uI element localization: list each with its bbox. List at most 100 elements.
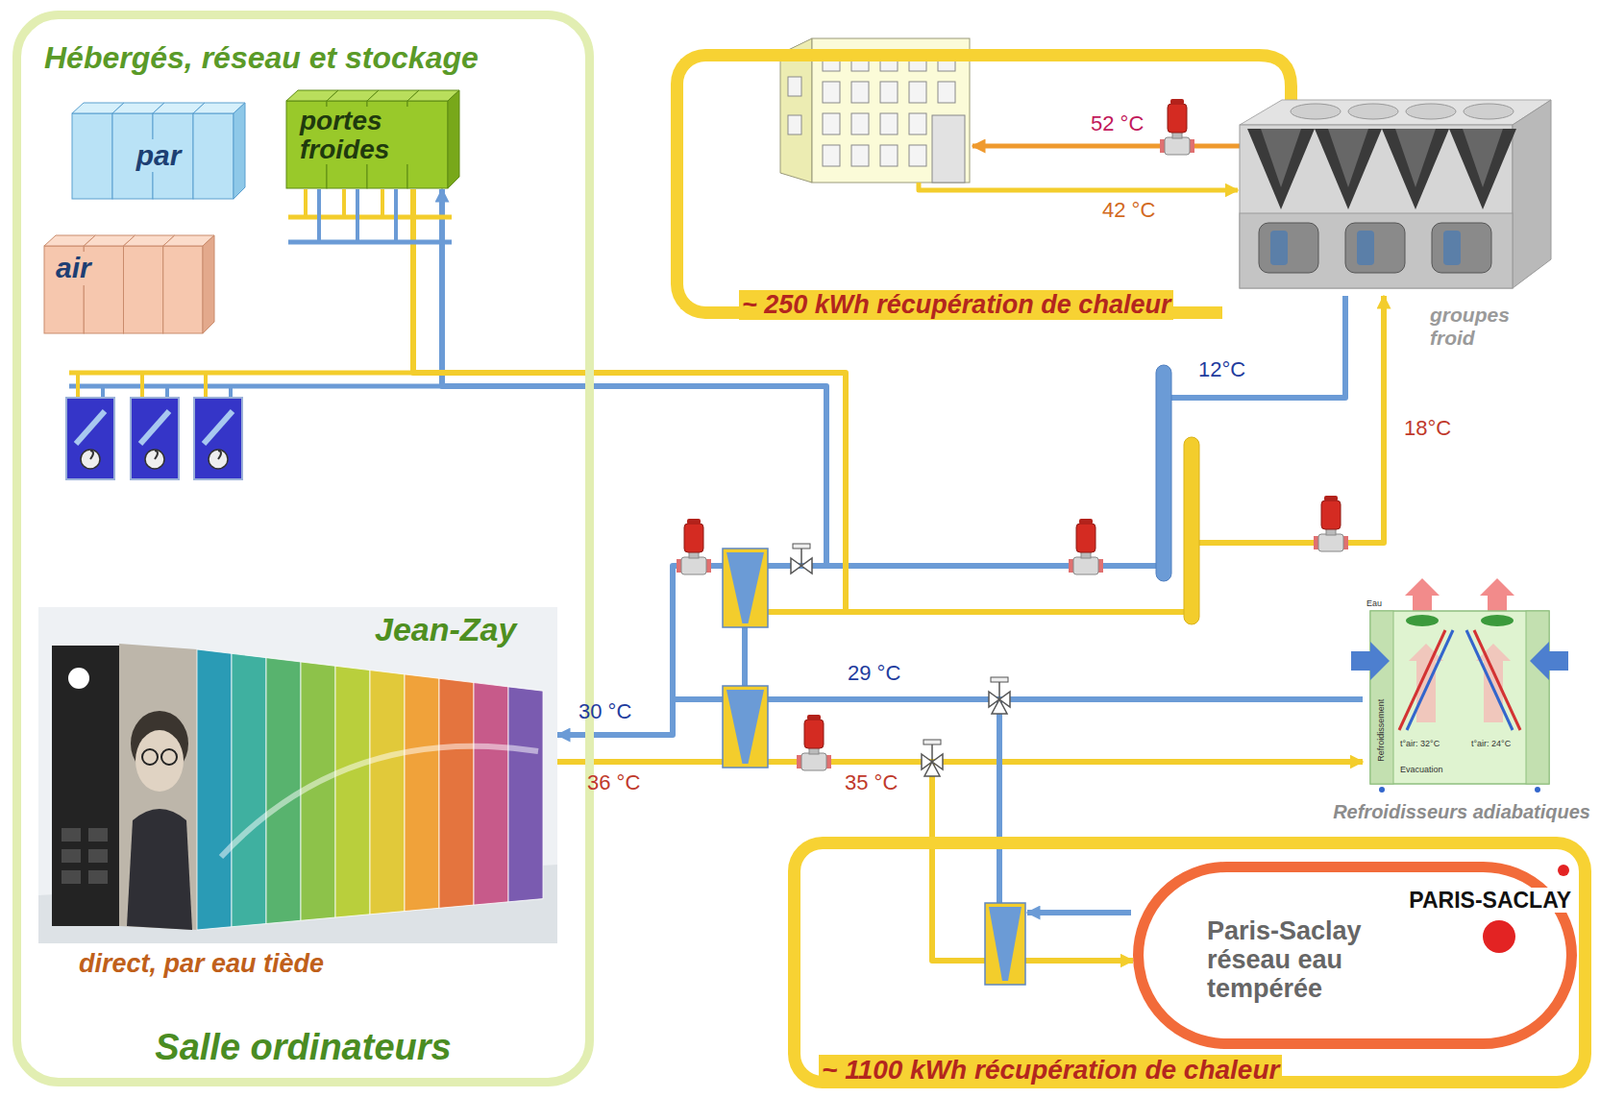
building-window (851, 113, 869, 135)
rack-group: portes froides (285, 89, 461, 190)
node-label: Salle ordinateurs (154, 1027, 451, 1070)
node-label: ~ 1100 kWh récupération de chaleur (818, 1055, 1282, 1086)
rack-side (233, 102, 246, 199)
pipe-line (100, 386, 105, 398)
pipe-line (69, 370, 414, 376)
cooler-coil (1399, 630, 1446, 731)
chiller-compressor (1258, 222, 1319, 273)
air-arrow (1476, 643, 1511, 723)
annotation-label: 30 °C (578, 699, 632, 724)
room-panel: Hébergés, réseau et stockageSalle ordina… (12, 10, 594, 1087)
pipe-line (140, 372, 145, 398)
chiller-fan (1463, 103, 1514, 120)
chiller-coil-inner (1462, 128, 1503, 188)
temperature-label: 35 °C (841, 770, 901, 795)
pipe-line (380, 189, 385, 218)
cooler-coil (1466, 630, 1513, 731)
chiller-coil (1314, 128, 1382, 210)
chiller-coil (1449, 128, 1517, 210)
rack-front (123, 246, 164, 334)
cooling-pad (1526, 611, 1550, 785)
pipe-line (288, 240, 452, 246)
pump-symbol (1068, 518, 1104, 575)
photo-drawing (38, 607, 558, 985)
pump-body (1164, 137, 1190, 155)
chiller-coil-inner (1260, 128, 1302, 188)
building-side-window (787, 115, 802, 135)
pipe-line (165, 386, 170, 398)
pump-motor (684, 523, 704, 553)
temperature-label: 12°C (1195, 357, 1249, 382)
chiller-fan (1290, 103, 1341, 120)
heat-exchanger (722, 548, 768, 628)
storage-tank (1183, 437, 1200, 625)
rack-front (72, 113, 113, 199)
rack-side (447, 90, 460, 189)
drain-drop (1378, 787, 1385, 793)
cabinet-vent (61, 870, 81, 885)
district-network-ring: Paris-Saclay réseau eau tempéréePARIS-SA… (1132, 861, 1577, 1050)
rack-panel (369, 670, 405, 915)
cooler-fan (1405, 615, 1439, 627)
rack-panel (196, 649, 232, 931)
fan-unit-coil (203, 411, 233, 444)
node-label: Refroidisseurs adiabatiques (1332, 801, 1591, 824)
rack-front (163, 246, 203, 334)
valve-handle (990, 677, 1009, 683)
heat-exchanger-core (726, 689, 764, 764)
rack-panel (231, 653, 267, 927)
fan-unit (66, 397, 115, 480)
building-window (880, 113, 898, 135)
building-window (822, 113, 840, 135)
node-label: Jean-Zay (374, 611, 517, 649)
fan-unit-fan (208, 449, 228, 469)
cabinet-vent (88, 828, 108, 842)
building-window (909, 113, 927, 135)
pipe-line (228, 386, 233, 398)
valve-symbol (921, 739, 943, 777)
heat-exchanger-core (726, 552, 764, 624)
chiller-coil (1381, 128, 1450, 210)
heat-exchanger (984, 903, 1026, 985)
chiller-fan (1405, 103, 1456, 120)
portrait-glasses (161, 749, 177, 765)
portrait-face (135, 730, 184, 792)
chiller-unit: groupes froid (1224, 86, 1557, 296)
chiller-coil-inner (1328, 128, 1369, 188)
pump-body (1073, 557, 1099, 575)
pipe-line (342, 189, 346, 218)
chiller-top (1239, 99, 1551, 125)
valve-stem (931, 744, 934, 763)
pump-flange (1313, 536, 1319, 550)
rack-panel (335, 665, 370, 918)
pipe-line (918, 182, 1238, 191)
cabinet-vent (88, 870, 108, 885)
pump-cap (687, 518, 701, 525)
pipe-line (75, 372, 80, 398)
portrait-panel (119, 643, 197, 931)
pump-body (1318, 534, 1344, 552)
node-label: portes froides (296, 106, 417, 165)
intake-arrow (1351, 641, 1390, 681)
pipe-line (741, 627, 748, 687)
logo-dot (1557, 864, 1570, 877)
chiller-motor (1270, 230, 1288, 266)
pump-symbol (796, 714, 832, 771)
building-window (880, 145, 898, 167)
pump-flange (1189, 139, 1195, 153)
portrait-body (126, 809, 193, 931)
pump-cap (1170, 98, 1184, 105)
building-window (851, 145, 869, 167)
valve-symbol (988, 677, 1010, 714)
fan-unit-coil (75, 411, 105, 444)
chiller-front (1239, 124, 1513, 289)
pipe-line (203, 372, 208, 398)
rack-group: air (43, 234, 216, 335)
fan-unit-blade (218, 450, 222, 460)
building-window (880, 81, 898, 103)
pipe-line (317, 189, 321, 243)
pipe-connector (413, 189, 1384, 613)
annotation-label: Refroidissement (1377, 695, 1387, 764)
pipe-line (767, 609, 846, 616)
pump-motor (1167, 103, 1187, 133)
